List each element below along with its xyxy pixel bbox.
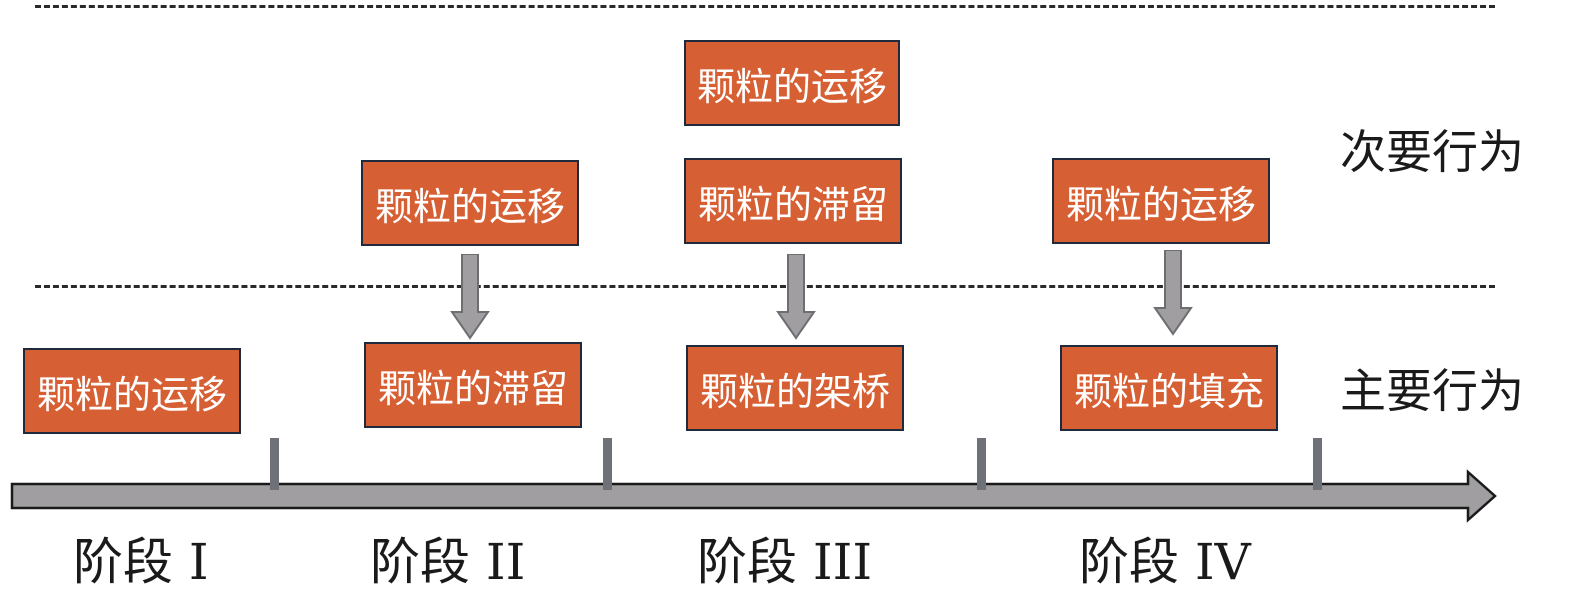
stage3-primary-box: 颗粒的架桥	[686, 345, 904, 431]
stage-boundary-tick-3	[977, 438, 986, 490]
stage4-label: 阶段 IV	[1079, 533, 1251, 591]
top-dashed-divider	[35, 5, 1495, 8]
stage-boundary-tick-1	[270, 438, 279, 490]
stage-boundary-tick-4	[1313, 438, 1322, 490]
stage2-secondary-box: 颗粒的运移	[361, 160, 579, 246]
stage3-secondary-box-1: 颗粒的运移	[684, 40, 900, 126]
stage1-label: 阶段 I	[73, 533, 209, 591]
stage4-primary-box: 颗粒的填充	[1060, 345, 1278, 431]
stage3-label: 阶段 III	[697, 533, 873, 591]
primary-behavior-label: 主要行为	[1340, 364, 1524, 418]
secondary-behavior-label: 次要行为	[1340, 125, 1524, 179]
stage3-secondary-box-2: 颗粒的滞留	[684, 158, 902, 244]
stage-boundary-tick-2	[603, 438, 612, 490]
stage1-primary-box: 颗粒的运移	[23, 348, 241, 434]
stage2-primary-box: 颗粒的滞留	[364, 342, 582, 428]
stage2-label: 阶段 II	[370, 533, 526, 591]
timeline-arrow	[10, 469, 1497, 523]
stage4-down-arrow	[1153, 250, 1193, 336]
middle-dashed-divider	[35, 285, 1495, 288]
stage4-secondary-box: 颗粒的运移	[1052, 158, 1270, 244]
stage2-down-arrow	[450, 254, 490, 340]
stage3-down-arrow	[776, 254, 816, 340]
